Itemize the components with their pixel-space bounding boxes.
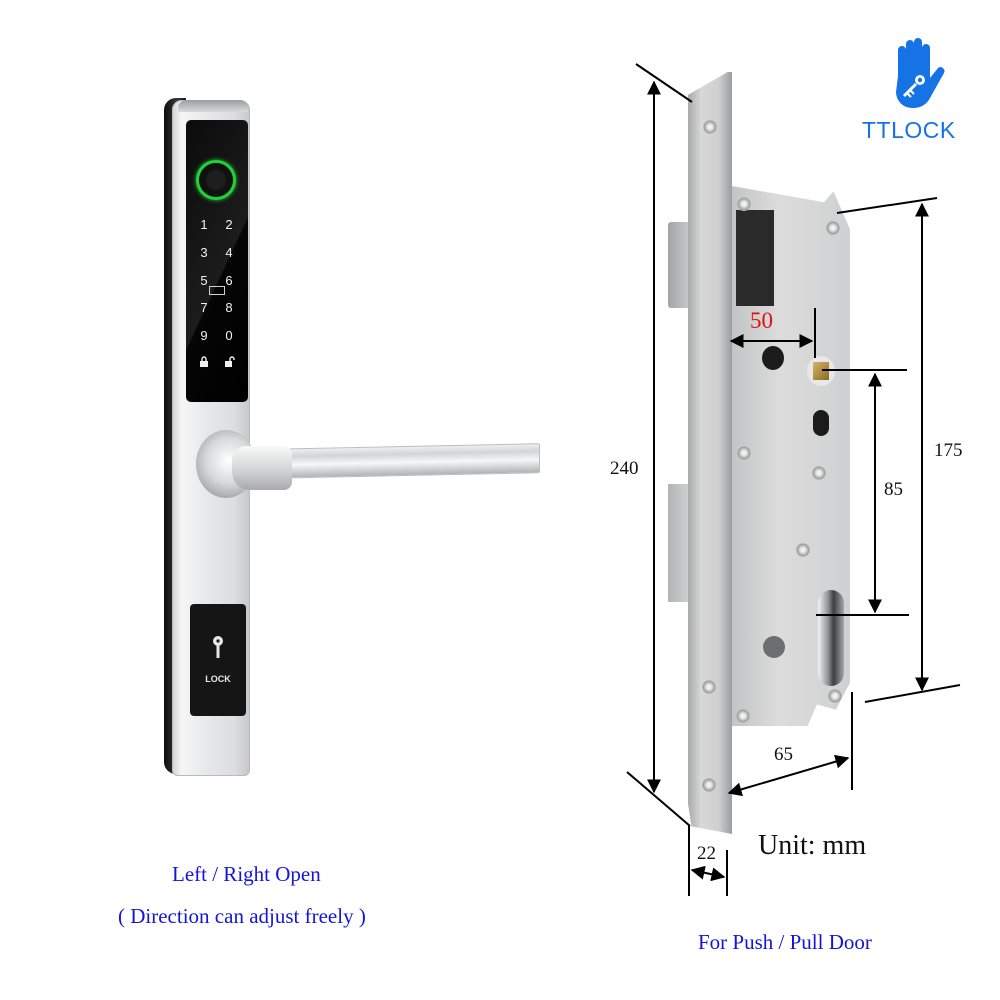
keyhole-icon [213,636,223,658]
dimension-65: 65 [774,744,793,765]
case-slot [813,410,829,436]
screw [828,689,842,703]
key-7: 7 [200,300,208,315]
screw [737,197,751,211]
lock-open-icon [225,356,236,370]
card-reader-icon [209,286,225,295]
spindle-square [813,362,829,380]
lock-closed-icon [199,356,209,370]
hand-key-icon [896,38,945,108]
lock-label: LOCK [205,674,231,684]
unit-label: Unit: mm [758,830,867,861]
euro-cylinder-hole [818,590,844,686]
key-9: 9 [200,328,208,343]
ttlock-logo-text: TTLOCK [862,117,956,143]
key-cover-panel: LOCK [190,604,246,716]
key-4: 4 [225,245,233,260]
screw [736,709,750,723]
door-type-caption: For Push / Pull Door [698,930,872,954]
key-6: 6 [225,273,233,288]
screw [826,221,840,235]
dimension-240: 240 [610,458,639,479]
screw [812,466,826,480]
dimension-175: 175 [934,440,963,461]
faceplate-screw [702,778,716,792]
case-hole [762,346,784,370]
dimension-22: 22 [697,843,716,864]
key-2: 2 [225,217,233,232]
faceplate-screw [703,120,717,134]
latch-mechanism-window [736,210,774,306]
faceplate-screw [702,680,716,694]
handle-neck [232,446,292,490]
key-5: 5 [200,273,208,288]
key-1: 1 [200,217,208,232]
fingerprint-sensor-icon [196,160,236,200]
key-0: 0 [225,328,233,343]
lock-top-cap [178,100,248,112]
key-3: 3 [200,245,208,260]
dimension-50-backset: 50 [750,308,773,333]
case-hole-lower [763,636,785,658]
screw [737,446,751,460]
open-direction-caption: Left / Right Open [172,862,321,886]
screw [796,543,810,557]
dimension-85: 85 [884,479,903,500]
faceplate [688,72,732,834]
direction-note-caption: ( Direction can adjust freely ) [118,904,366,928]
key-8: 8 [225,300,233,315]
